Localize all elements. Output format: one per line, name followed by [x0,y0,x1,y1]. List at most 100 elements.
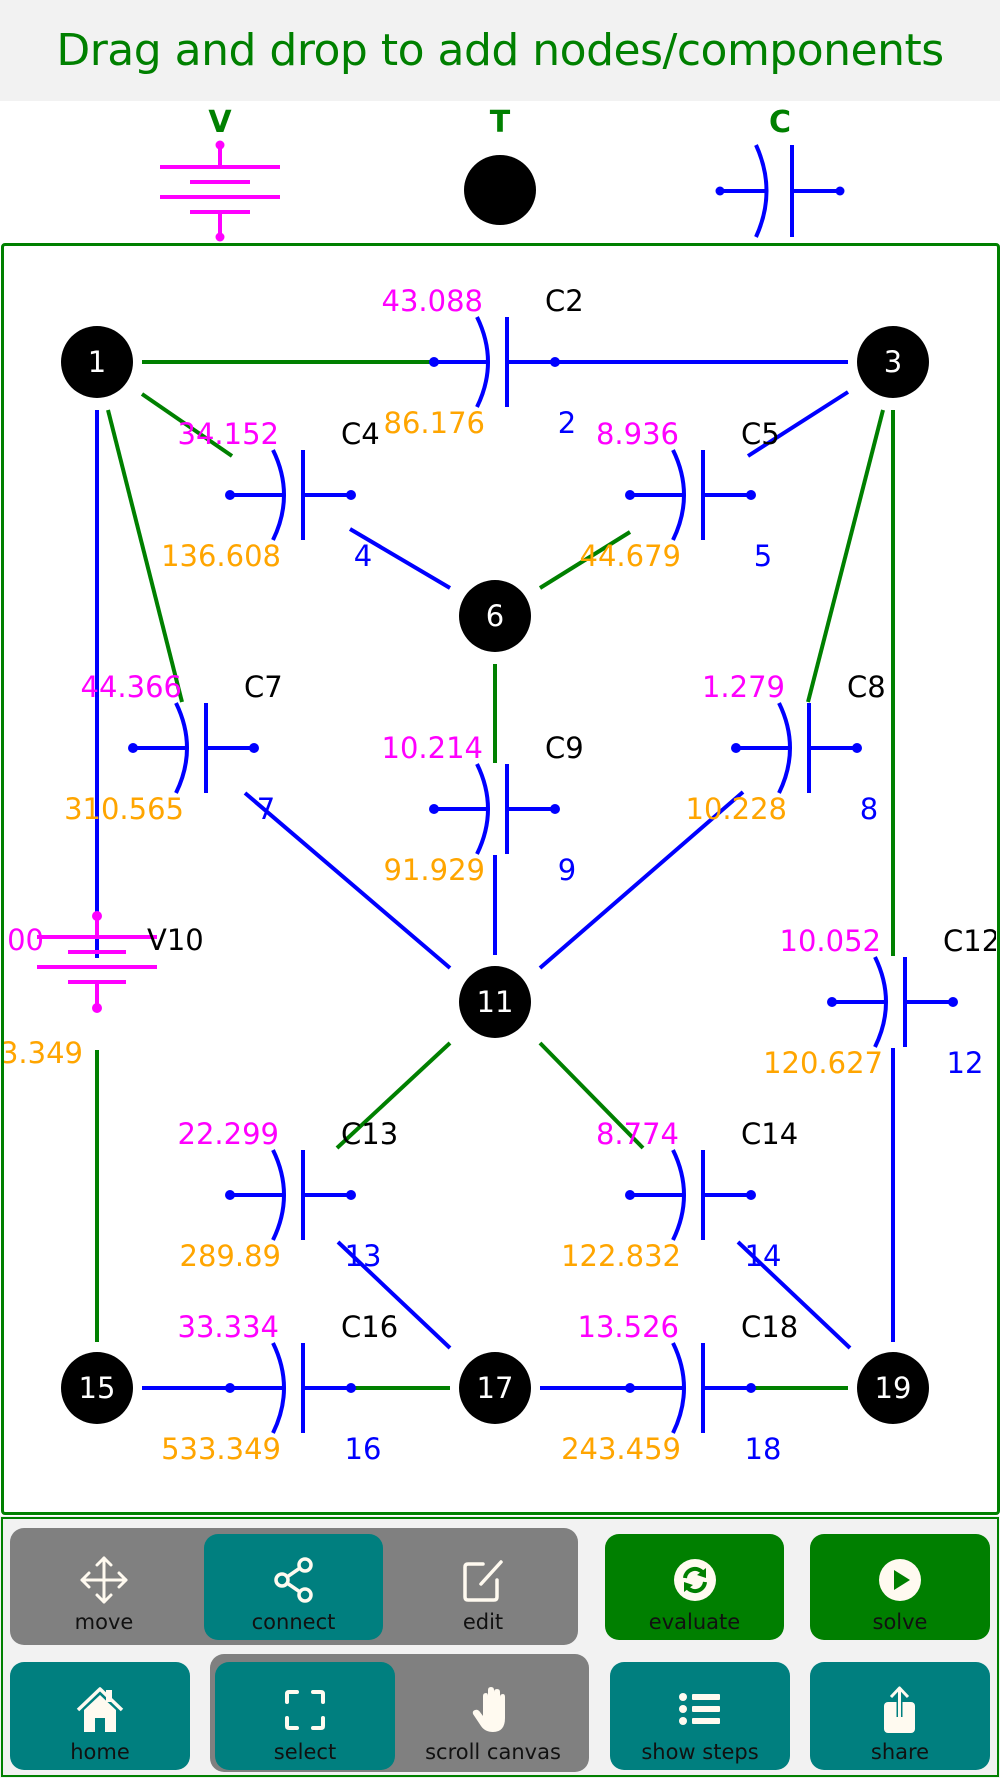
node-circle[interactable] [459,966,531,1038]
wire-13[interactable] [806,409,885,703]
connect-button[interactable]: connect [204,1534,383,1640]
wire-3[interactable] [348,527,452,590]
select-label: select [273,1740,337,1764]
node-circle[interactable] [459,580,531,652]
node-label: 3 [884,345,902,379]
component-c13[interactable] [225,1149,356,1241]
node-19[interactable]: 19 [857,1352,929,1424]
bottom-toolbar: move connect edit [0,1516,1000,1778]
solve-button[interactable]: solve [810,1534,990,1640]
component-name-c18: C18 [741,1310,798,1344]
component-v10[interactable] [37,911,157,1013]
component-index-c12: 12 [947,1046,984,1080]
terminal-dot[interactable] [249,743,259,753]
node-circle[interactable] [857,326,929,398]
capacitor-curved-plate [271,1342,286,1434]
component-name-c2: C2 [545,284,584,318]
evaluate-label: evaluate [648,1610,741,1634]
component-name-c13: C13 [341,1117,398,1151]
terminal-dot[interactable] [346,1190,356,1200]
top-value-c9: 10.214 [382,731,483,765]
palette-terminal-node-icon[interactable] [464,155,536,225]
palette-voltage-source-icon[interactable] [160,140,280,242]
top-value-c12: 10.052 [780,924,881,958]
connect-label: connect [251,1610,336,1634]
node-3[interactable]: 3 [857,326,929,398]
component-index-c9: 9 [558,853,576,887]
share-button[interactable]: share [810,1662,990,1770]
terminal-dot[interactable] [852,743,862,753]
component-c7[interactable] [128,702,259,794]
share-upload-icon [872,1682,928,1738]
component-c9[interactable] [429,763,560,855]
terminal-dot[interactable] [746,490,756,500]
capacitor-curved-plate [271,1149,286,1241]
show-steps-button[interactable]: show steps [610,1662,790,1770]
node-circle[interactable] [857,1352,929,1424]
terminal-dot[interactable] [346,490,356,500]
component-c4[interactable] [225,449,356,541]
terminal-dot[interactable] [346,1383,356,1393]
edit-button[interactable]: edit [398,1534,568,1640]
wire-17[interactable] [335,1041,452,1150]
move-arrows-icon [76,1552,132,1608]
component-index-c18: 18 [745,1432,782,1466]
top-value-c18: 13.526 [578,1310,679,1344]
solve-label: solve [872,1610,928,1634]
wire-6[interactable] [746,390,850,458]
node-circle[interactable] [459,1352,531,1424]
share-nodes-icon [266,1552,322,1608]
component-c8[interactable] [731,702,862,794]
terminal-dot[interactable] [746,1383,756,1393]
component-c2[interactable] [429,316,560,408]
palette-label-terminal: T [489,105,511,140]
top-value-c8: 1.279 [702,670,785,704]
node-1[interactable]: 1 [61,326,133,398]
node-circle[interactable] [61,1352,133,1424]
wire-9[interactable] [243,791,452,970]
node-6[interactable]: 6 [459,580,531,652]
component-index-c13: 13 [345,1239,382,1273]
terminal-dot[interactable] [550,804,560,814]
scroll-canvas-button[interactable]: scroll canvas [400,1662,586,1770]
component-name-c14: C14 [741,1117,798,1151]
wire-19[interactable] [336,1240,452,1350]
top-value-c4: 34.152 [178,417,279,451]
scroll-canvas-label: scroll canvas [425,1740,561,1764]
node-17[interactable]: 17 [459,1352,531,1424]
node-label: 15 [79,1371,116,1405]
component-index-c5: 5 [754,539,772,573]
palette-capacitor-icon[interactable] [715,144,845,238]
component-index-c2: 2 [558,406,576,440]
wire-12[interactable] [538,790,745,970]
wire-18[interactable] [538,1041,645,1150]
terminal-dot[interactable] [948,997,958,1007]
terminal-dot[interactable] [92,1003,102,1013]
move-label: move [74,1610,134,1634]
node-15[interactable]: 15 [61,1352,133,1424]
component-c18[interactable] [625,1342,756,1434]
terminal-dot[interactable] [550,357,560,367]
select-button[interactable]: select [215,1662,395,1770]
evaluate-button[interactable]: evaluate [605,1534,784,1640]
move-button[interactable]: move [20,1534,188,1640]
component-name-c16: C16 [341,1310,398,1344]
wire-7[interactable] [106,409,184,703]
capacitor-curved-plate [671,449,686,541]
home-button[interactable]: home [10,1662,190,1770]
terminal-dot[interactable] [746,1190,756,1200]
play-circle-icon [872,1552,928,1608]
component-index-c4: 4 [354,539,372,573]
component-c14[interactable] [625,1149,756,1241]
wire-2[interactable] [140,392,234,458]
bottom-value-c18: 243.459 [561,1432,681,1466]
wire-4[interactable] [538,530,632,590]
component-name-v10: V10 [147,923,204,957]
node-11[interactable]: 11 [459,966,531,1038]
component-c5[interactable] [625,449,756,541]
component-c16[interactable] [225,1342,356,1434]
node-circle[interactable] [61,326,133,398]
wire-20[interactable] [736,1240,852,1350]
component-c12[interactable] [827,956,958,1048]
